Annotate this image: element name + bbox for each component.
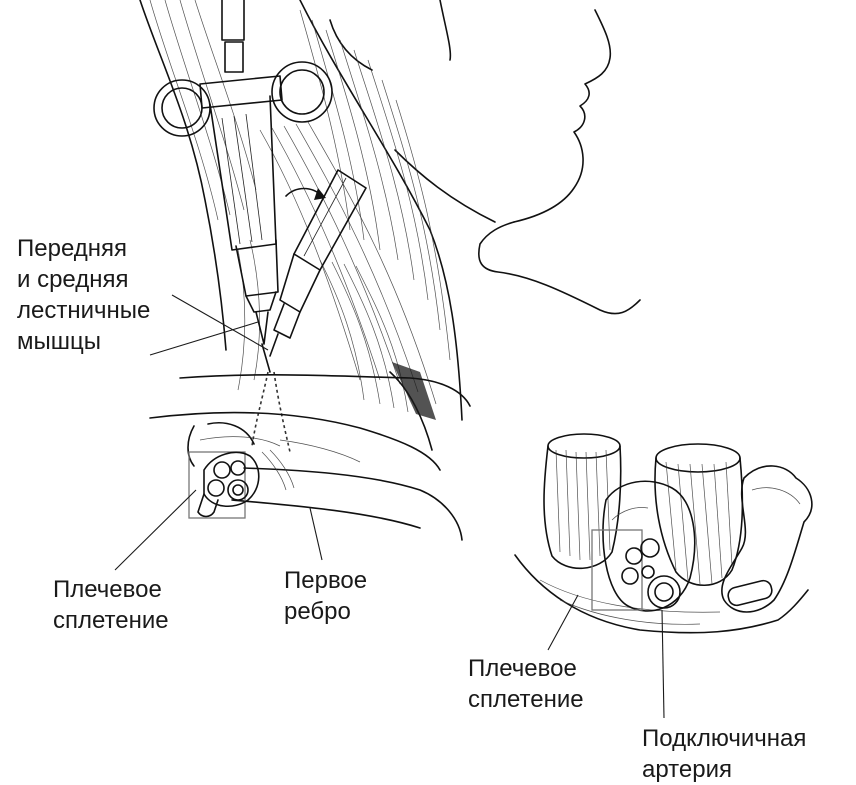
label-subclavian-artery-line1: Подключичная xyxy=(642,724,806,753)
label-scalene-muscles-line4: мышцы xyxy=(17,327,101,356)
brachial-plexus-main xyxy=(189,450,294,518)
catheter xyxy=(270,170,366,356)
label-first-rib-line1: Первое xyxy=(284,566,367,595)
label-scalene-muscles-line2: и средняя xyxy=(17,265,129,294)
inset-rib xyxy=(722,466,812,612)
neck-muscles xyxy=(150,0,450,450)
label-inset-brachial-plexus-line1: Плечевое xyxy=(468,654,577,683)
label-brachial-plexus-line1: Плечевое xyxy=(53,575,162,604)
inset-plexus-leader xyxy=(548,595,578,650)
needle-path xyxy=(252,372,290,452)
label-inset-brachial-plexus-line2: сплетение xyxy=(468,685,584,714)
label-brachial-plexus-line2: сплетение xyxy=(53,606,169,635)
syringe xyxy=(154,0,332,372)
label-subclavian-artery-line2: артерия xyxy=(642,755,732,784)
label-scalene-muscles-line3: лестничные xyxy=(17,296,150,325)
inset-muscle-middle xyxy=(655,444,742,585)
inset-plexus-bundle xyxy=(592,481,695,611)
face-profile xyxy=(330,0,640,314)
label-scalene-muscles-line1: Передняя xyxy=(17,234,127,263)
inset-artery-leader xyxy=(662,610,664,718)
inset-muscle-left xyxy=(544,434,621,568)
label-first-rib-line2: ребро xyxy=(284,597,351,626)
